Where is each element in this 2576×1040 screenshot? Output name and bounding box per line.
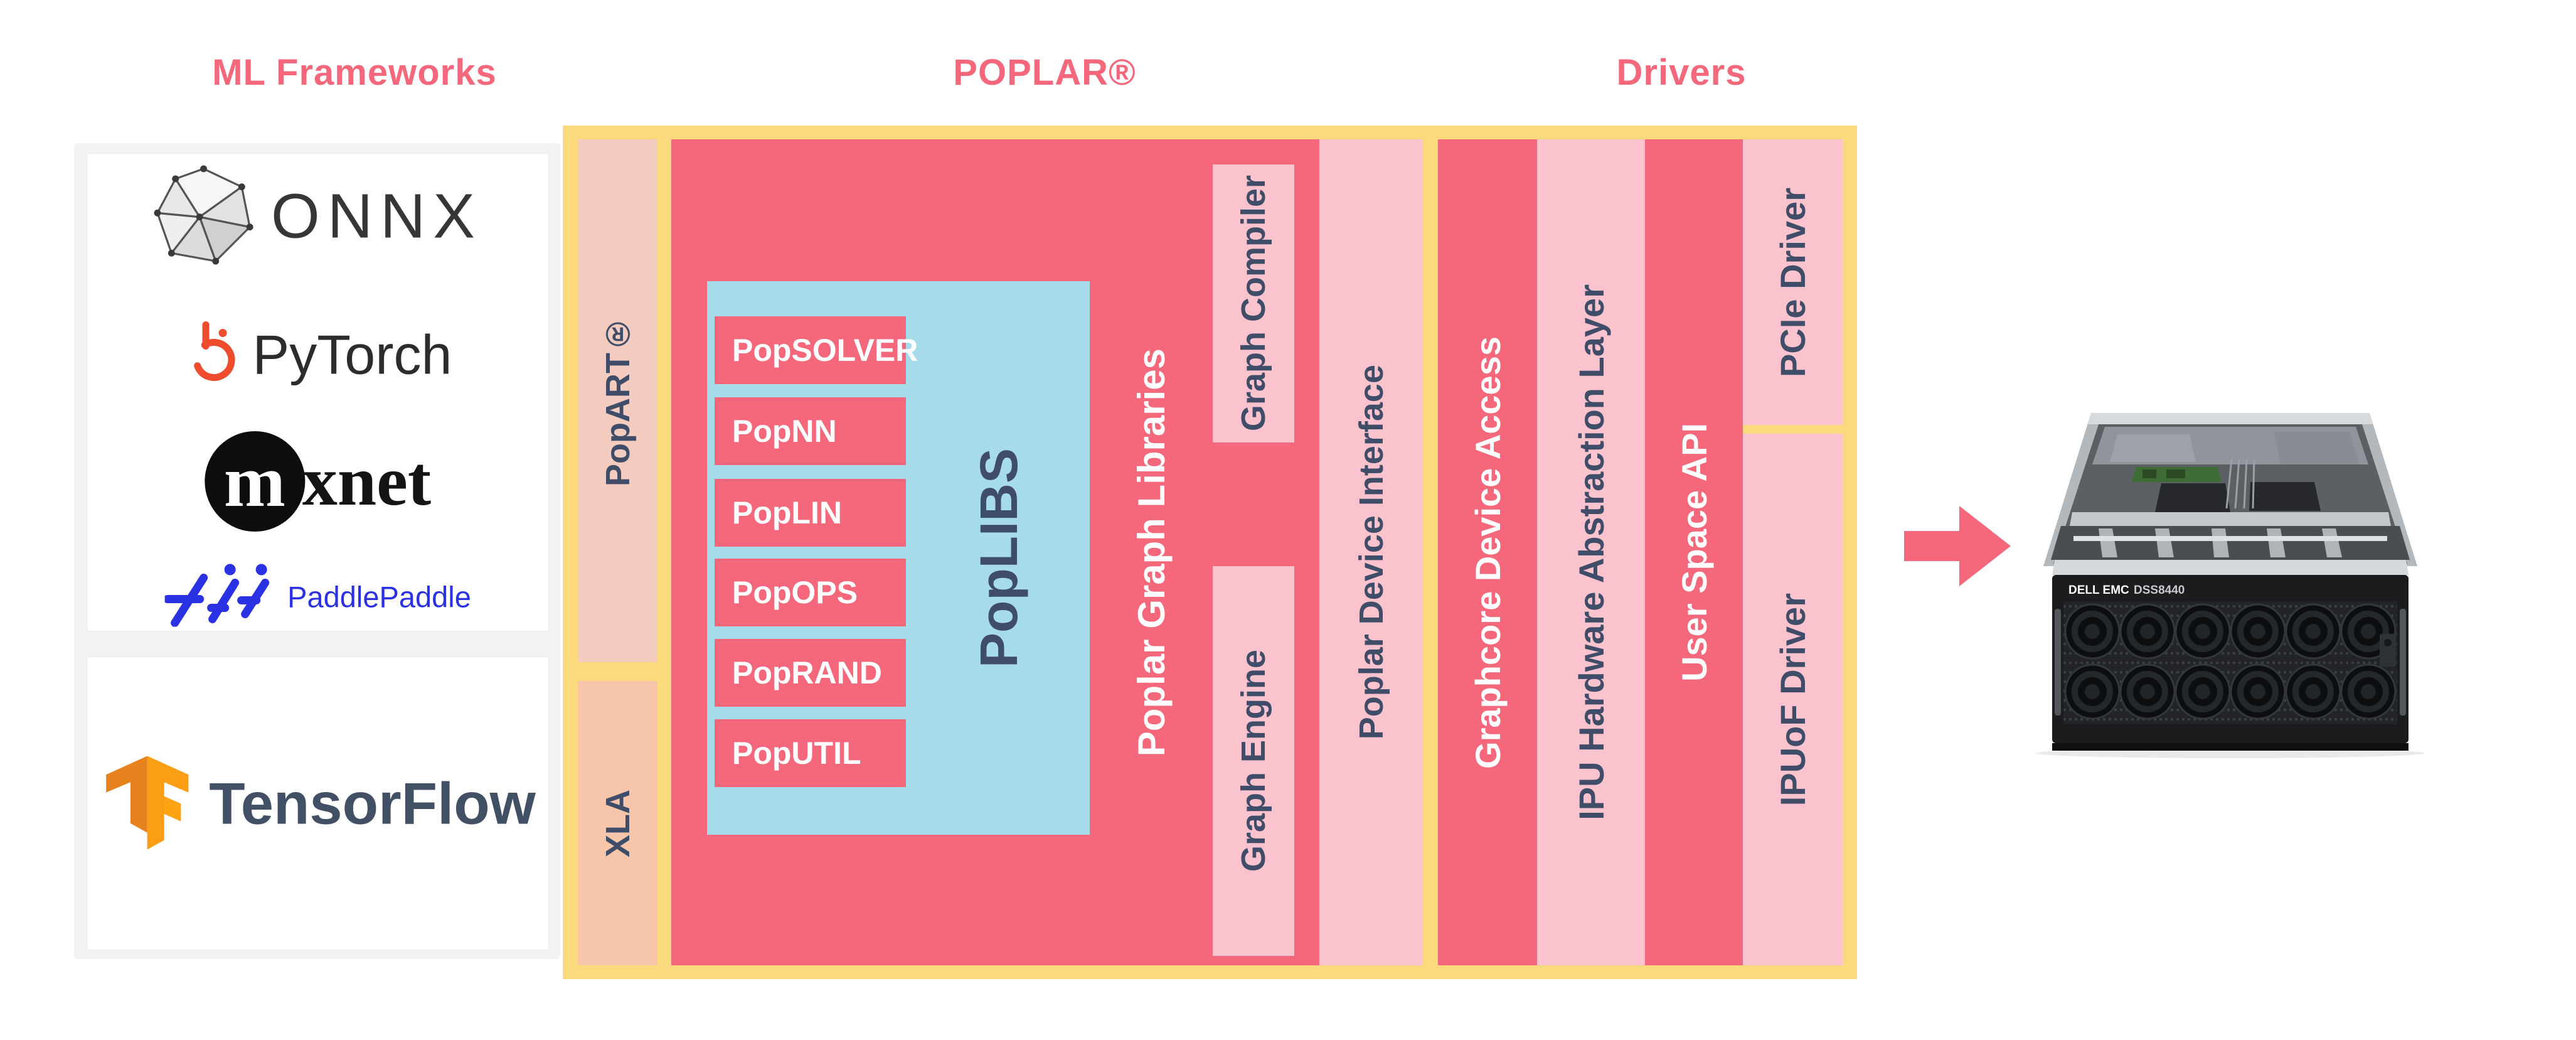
xla-label: XLA (599, 789, 637, 857)
graph-libraries-label: Poplar Graph Libraries (1130, 348, 1173, 757)
graph-engine-label: Graph Engine (1235, 650, 1272, 872)
header-poplar: POPLAR® (953, 52, 1136, 93)
driver-column-pcie: PCIe Driver (1743, 139, 1843, 425)
driver-column-graphcore-device-access: Graphcore Device Access (1438, 139, 1537, 965)
mxnet-m: m (223, 440, 285, 522)
poplibs-item-popnn: PopNN (715, 397, 906, 465)
mxnet-label: xnet (302, 442, 432, 520)
poplibs-label-wrap: PopLIBS (908, 281, 1090, 835)
header-drivers: Drivers (1616, 52, 1747, 93)
mxnet-icon: m (204, 431, 305, 532)
graph-libraries-label-wrap: Poplar Graph Libraries (1090, 139, 1213, 965)
graph-compiler-label: Graph Compiler (1235, 175, 1272, 432)
server-model-label: DSS8440 (2134, 584, 2185, 597)
device-access-label: Graphcore Device Access (1467, 336, 1508, 769)
driver-column-ipu-hal: IPU Hardware Abstraction Layer (1537, 139, 1645, 965)
poplar-drivers-frame: PopART® XLA PopSOLVER PopNN PopLIN PopOP… (563, 126, 1857, 979)
pytorch-icon (184, 319, 244, 391)
pytorch-label: PyTorch (252, 323, 452, 385)
graph-engine-box: Graph Engine (1213, 566, 1294, 956)
frameworks-card: ONNX PyTorch m xnet (87, 153, 549, 631)
user-space-api-label: User Space API (1674, 423, 1714, 682)
poplibs-item-popsolver: PopSOLVER (715, 316, 918, 384)
onnx-icon (153, 165, 253, 269)
poplibs-item-poplin: PopLIN (715, 479, 906, 547)
poplibs-item-poputil: PopUTIL (715, 719, 906, 787)
onnx-label: ONNX (271, 181, 482, 252)
flow-arrow-icon (1904, 502, 2011, 593)
paddlepaddle-logo: PaddlePaddle (162, 564, 471, 630)
onnx-logo: ONNX (153, 165, 482, 269)
popart-column: PopART® (578, 139, 657, 662)
device-interface-label: Poplar Device Interface (1352, 365, 1390, 740)
poplibs-item-popops: PopOPS (715, 559, 906, 626)
mxnet-logo: m xnet (204, 431, 432, 532)
tensorflow-card: TensorFlow (87, 657, 549, 950)
poplar-core-box: PopSOLVER PopNN PopLIN PopOPS PopRAND Po… (671, 139, 1319, 965)
hal-label: IPU Hardware Abstraction Layer (1571, 284, 1611, 820)
tensorflow-label: TensorFlow (209, 770, 536, 836)
driver-column-user-space-api: User Space API (1645, 139, 1743, 965)
pcie-driver-label: PCIe Driver (1773, 187, 1812, 377)
popart-label: PopART® (599, 315, 637, 486)
server-image: DELL EMC DSS8440 (2011, 402, 2450, 766)
paddlepaddle-label: PaddlePaddle (287, 580, 471, 614)
poplibs-label: PopLIBS (969, 448, 1028, 668)
poplibs-box: PopSOLVER PopNN PopLIN PopOPS PopRAND Po… (707, 281, 1090, 835)
tensorflow-icon (100, 751, 194, 857)
ipuof-driver-label: IPUoF Driver (1773, 592, 1812, 807)
pytorch-logo: PyTorch (184, 319, 452, 391)
tensorflow-logo: TensorFlow (100, 751, 536, 857)
header-ml-frameworks: ML Frameworks (212, 52, 497, 93)
graph-compiler-box: Graph Compiler (1213, 164, 1294, 442)
poplibs-item-poprand: PopRAND (715, 639, 906, 707)
xla-column: XLA (578, 681, 657, 965)
driver-column-ipuof: IPUoF Driver (1743, 434, 1843, 965)
ml-frameworks-panel: ONNX PyTorch m xnet (74, 143, 560, 959)
server-brand-label: DELL EMC (2068, 584, 2129, 597)
paddlepaddle-icon (162, 564, 271, 630)
device-interface-column: Poplar Device Interface (1319, 139, 1423, 965)
